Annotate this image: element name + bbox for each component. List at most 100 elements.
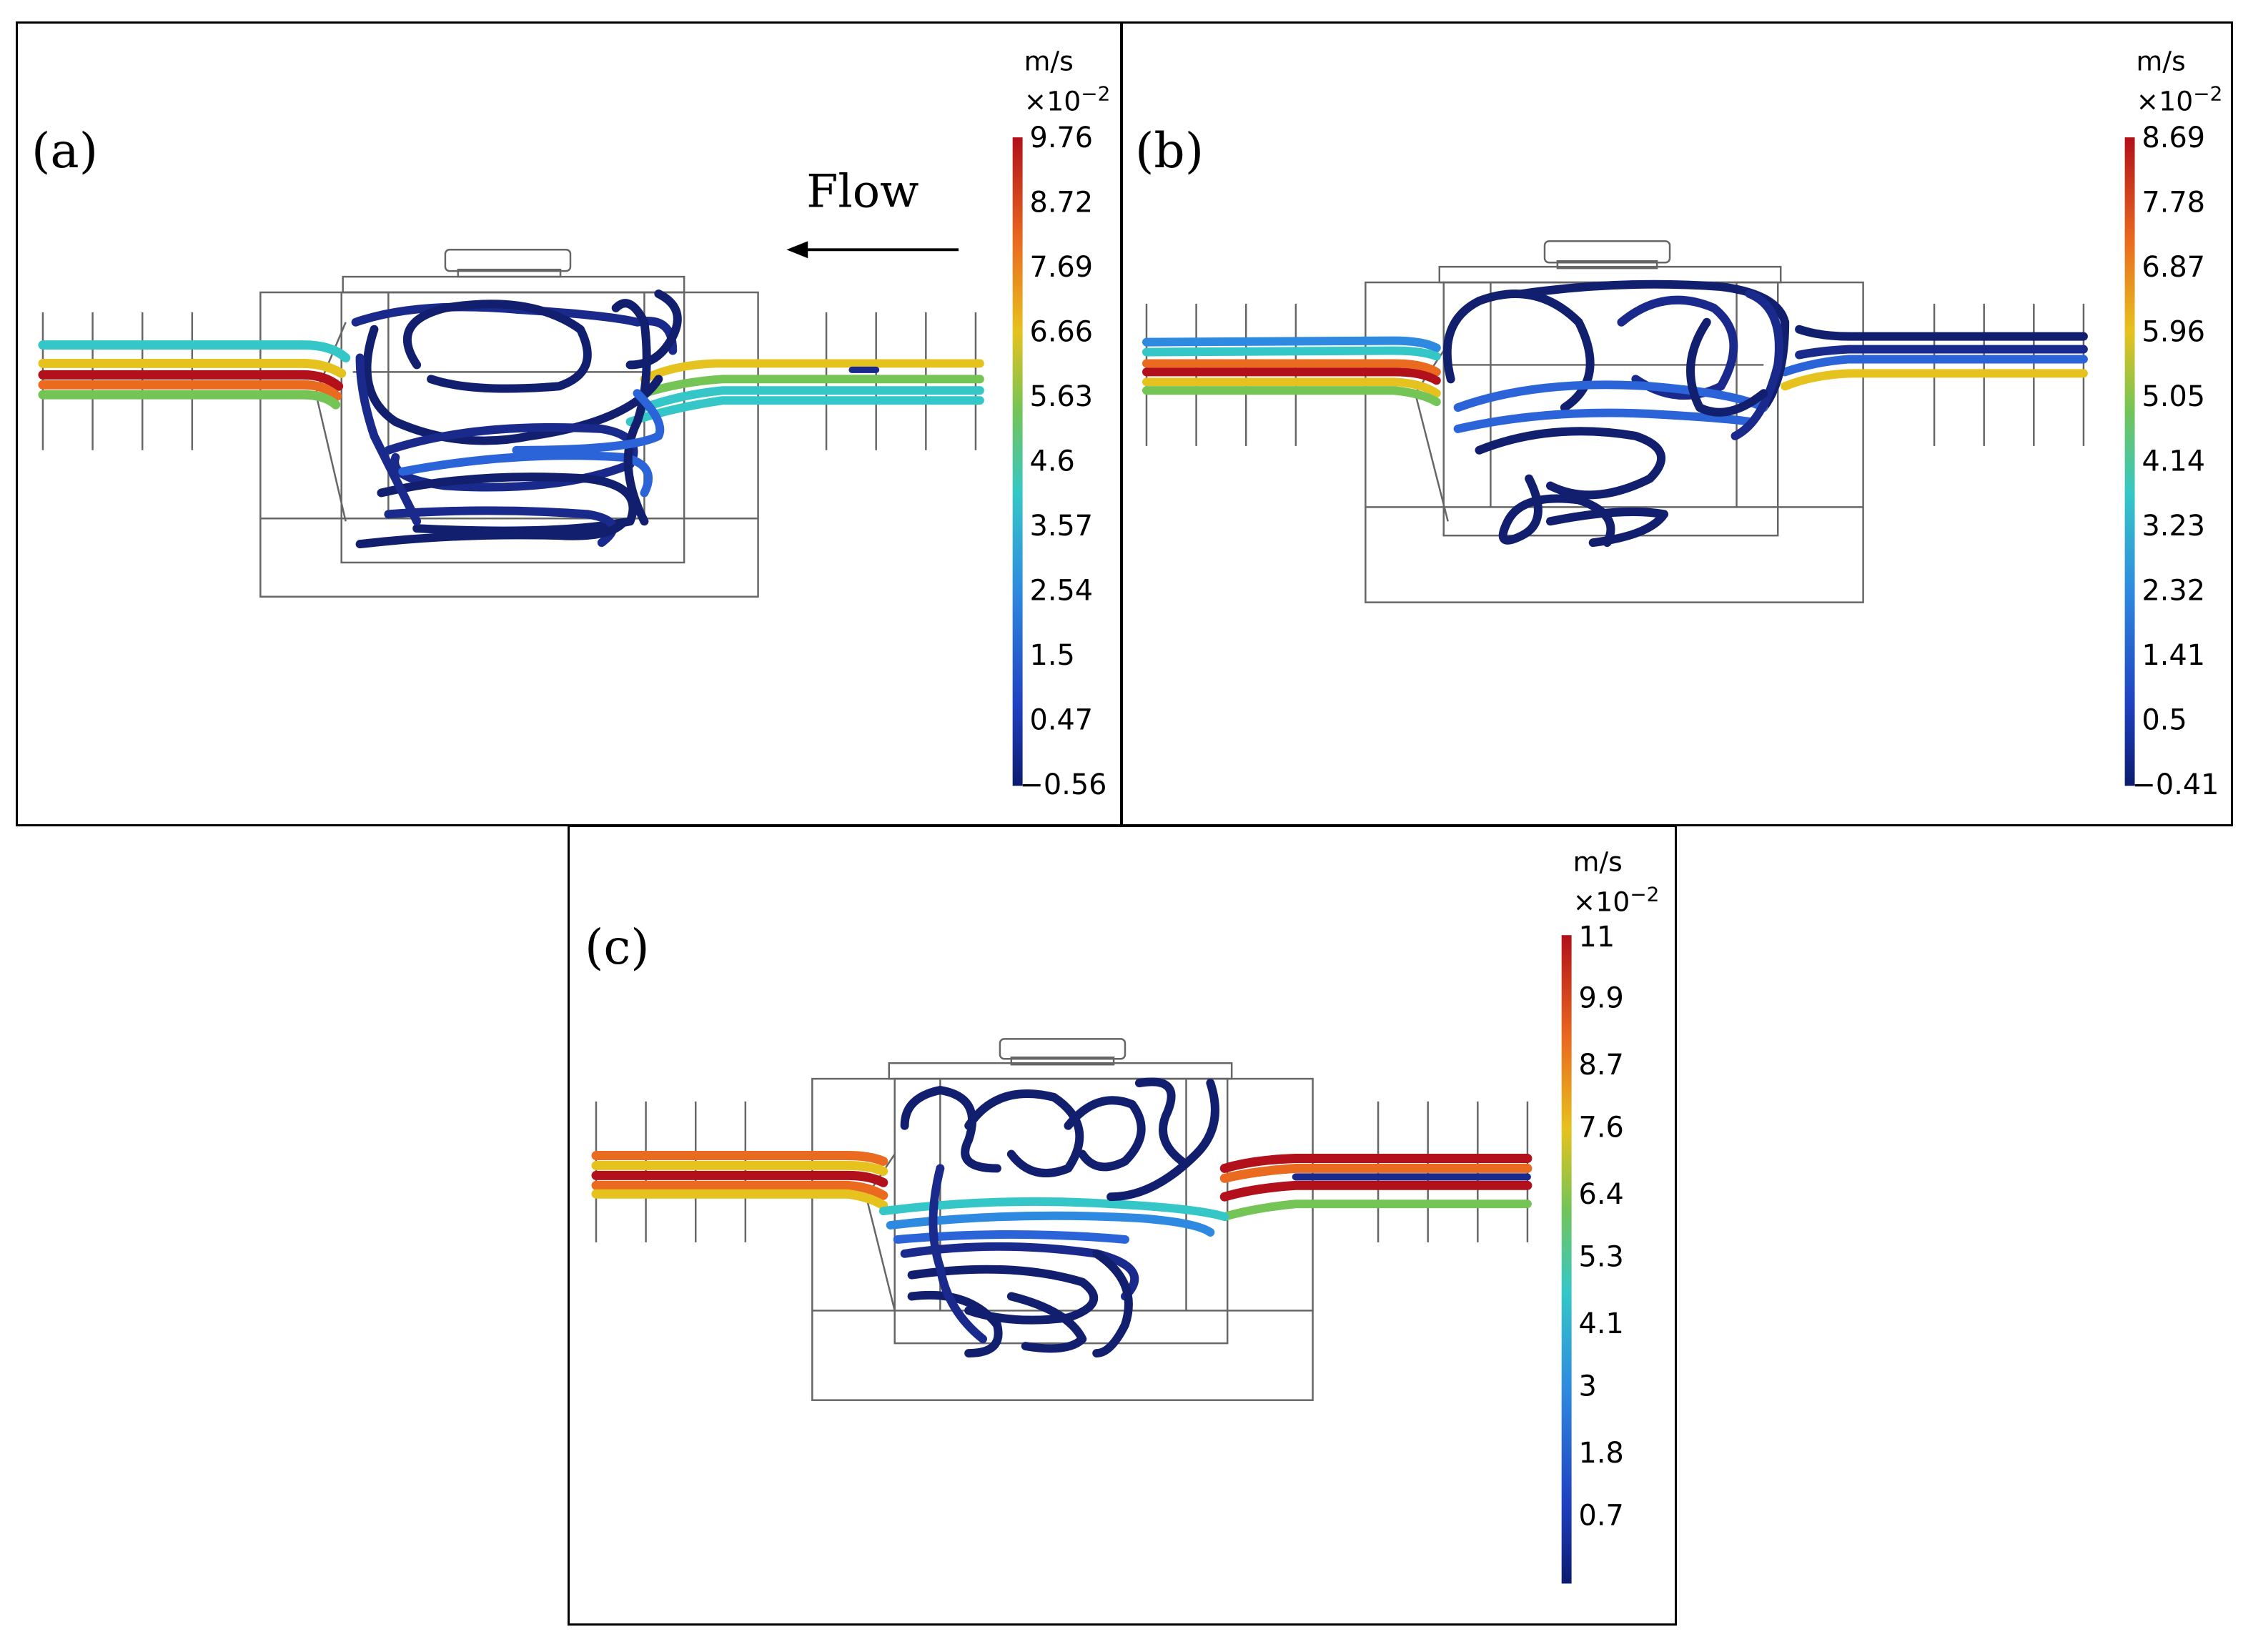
streamline [1475, 427, 1665, 500]
panel-b-canvas: (b) [1135, 46, 2223, 802]
colorbar-tick: 2.32 [2142, 575, 2206, 608]
colorbar-tick: 6.4 [1579, 1178, 1624, 1211]
streamline [512, 389, 665, 455]
streamline [1134, 1077, 1187, 1166]
colorbar-tick: 6.87 [2142, 251, 2206, 284]
streamline [38, 340, 351, 362]
colorbar: m/s ×10−2 9.76 8.72 7.69 6.66 5.63 4.6 3… [1012, 46, 1111, 801]
colorbar-scale: ×10−2 [1024, 81, 1111, 117]
streamlines [1142, 280, 2088, 548]
streamline [377, 473, 638, 535]
streamlines [591, 1077, 1532, 1358]
streamline [1142, 377, 1441, 398]
panel-label: (c) [585, 919, 650, 975]
streamline [1442, 290, 1595, 412]
colorbar-tick: 0.47 [1030, 704, 1094, 737]
streamlines [38, 290, 984, 549]
streamline [640, 359, 984, 384]
streamline [1617, 295, 1738, 400]
panel-a-canvas: (a) Flow [31, 46, 1111, 802]
streamline [625, 396, 984, 426]
colorbar-gradient [2124, 137, 2135, 786]
colorbar-tick: 0.5 [2142, 704, 2187, 737]
streamline [640, 386, 984, 412]
streamline [355, 353, 422, 526]
streamline [1142, 346, 1441, 361]
streamline [38, 370, 344, 391]
colorbar-tick: 11 [1579, 921, 1615, 954]
colorbar-tick: 3.23 [2142, 510, 2206, 543]
streamline [591, 1189, 888, 1210]
streamline [1453, 408, 1754, 433]
colorbar-unit: m/s [1573, 846, 1623, 878]
colorbar-tick: 4.14 [2142, 445, 2206, 478]
streamline [591, 1160, 888, 1176]
colorbar-tick: 7.69 [1030, 251, 1094, 284]
colorbar: m/s ×10−2 11 9.9 8.7 7.6 6.4 5.3 4.1 3 1… [1561, 846, 1660, 1584]
colorbar-scale: ×10−2 [2136, 81, 2223, 117]
panel-c: (c) [568, 825, 1677, 1626]
streamline [402, 300, 592, 393]
streamline [1142, 386, 1441, 407]
colorbar-unit: m/s [1024, 46, 1074, 77]
colorbar-tick: 0.7 [1579, 1500, 1624, 1533]
colorbar-tick: 5.63 [1030, 380, 1094, 413]
streamline [1781, 355, 2088, 377]
streamline [907, 1265, 1099, 1325]
streamline [878, 1197, 1229, 1222]
streamline [1092, 1249, 1133, 1358]
streamline [1545, 508, 1669, 548]
streamline [1142, 359, 1441, 377]
panel-label: (a) [31, 122, 98, 179]
colorbar-tick: 8.72 [1030, 187, 1094, 219]
streamline [1453, 380, 1768, 412]
streamline [900, 1242, 1139, 1301]
colorbar-tick: 4.1 [1579, 1307, 1624, 1340]
colorbar-tick: 8.7 [1579, 1049, 1624, 1082]
colorbar-tick: 9.9 [1579, 982, 1624, 1015]
colorbar-tick: 1.8 [1579, 1437, 1624, 1470]
geometry-outline [1145, 240, 2085, 603]
colorbar-tick: 5.96 [2142, 316, 2206, 349]
flow-label: Flow [806, 166, 918, 219]
streamline [1142, 367, 1441, 385]
streamline [38, 358, 347, 378]
streamline [1781, 369, 2088, 391]
colorbar-tick: 6.66 [1030, 316, 1094, 349]
streamline [1795, 345, 2088, 360]
streamline [591, 1170, 888, 1187]
colorbar-gradient [1561, 935, 1572, 1584]
streamline [591, 1151, 888, 1166]
streamline [625, 290, 682, 370]
streamline [1219, 1163, 1532, 1183]
colorbar-scale: ×10−2 [1573, 882, 1660, 917]
colorbar-tick: 5.3 [1579, 1241, 1624, 1274]
panel-c-canvas: (c) [585, 846, 1660, 1584]
streamline [900, 1086, 1001, 1173]
streamline [1219, 1180, 1532, 1202]
streamline [351, 302, 678, 355]
streamline [355, 518, 628, 549]
panel-label: (b) [1135, 122, 1204, 179]
streamline [1064, 1096, 1146, 1172]
colorbar-tick: 4.6 [1030, 445, 1075, 478]
colorbar: m/s ×10−2 8.69 7.78 6.87 5.96 5.05 4.14 … [2124, 46, 2223, 801]
streamline [1220, 1200, 1532, 1222]
colorbar-tick: 2.54 [1030, 575, 1094, 608]
colorbar-tick: 7.78 [2142, 187, 2206, 219]
streamline [1795, 325, 2088, 341]
streamline [1686, 317, 1768, 417]
colorbar-gradient [1012, 137, 1023, 786]
streamline [1219, 1154, 1532, 1173]
streamline [1498, 474, 1615, 548]
geometry-outline [595, 1038, 1529, 1401]
colorbar-unit: m/s [2136, 46, 2186, 77]
streamline [1006, 1292, 1087, 1353]
streamline [929, 1164, 988, 1344]
colorbar-tick: 8.69 [2142, 122, 2206, 154]
colorbar-tick: 3.57 [1030, 510, 1094, 543]
streamline [964, 1089, 1084, 1177]
streamline [893, 1230, 1129, 1244]
colorbar-tick: 3 [1579, 1370, 1597, 1403]
streamline [38, 380, 342, 401]
